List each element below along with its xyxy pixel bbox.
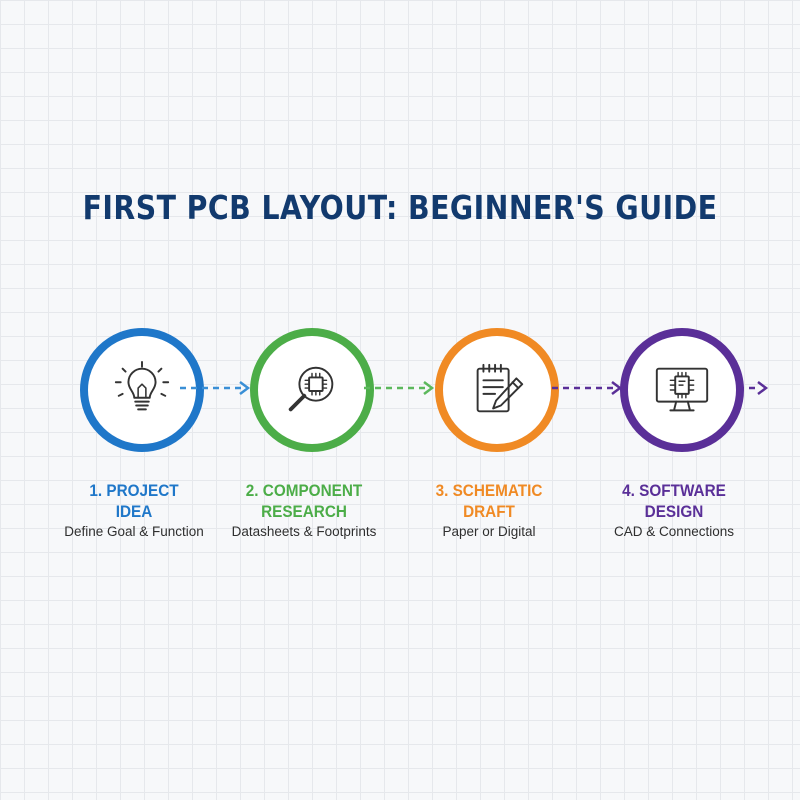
lightbulb-icon	[114, 360, 170, 411]
step-2-ring	[250, 328, 374, 452]
step-4-ring	[620, 328, 744, 452]
step-2-description: Datasheets & Footprints	[231, 524, 377, 539]
magnifier-chip-icon	[288, 366, 334, 412]
step-1-ring	[80, 328, 204, 452]
step-1-description: Define Goal & Function	[64, 524, 204, 539]
connector-arrow-3	[552, 381, 623, 395]
connector-arrow-4	[738, 381, 769, 395]
page-title: FIRST PCB LAYOUT: BEGINNER'S GUIDE	[82, 188, 718, 227]
step-3-ring	[435, 328, 559, 452]
step-4-description: CAD & Connections	[613, 524, 735, 539]
notepad-pencil-icon	[476, 363, 524, 413]
step-3-description: Paper or Digital	[442, 524, 536, 539]
connector-arrow-1	[180, 381, 251, 395]
monitor-chip-icon	[655, 367, 709, 412]
connector-arrow-2	[364, 381, 435, 395]
